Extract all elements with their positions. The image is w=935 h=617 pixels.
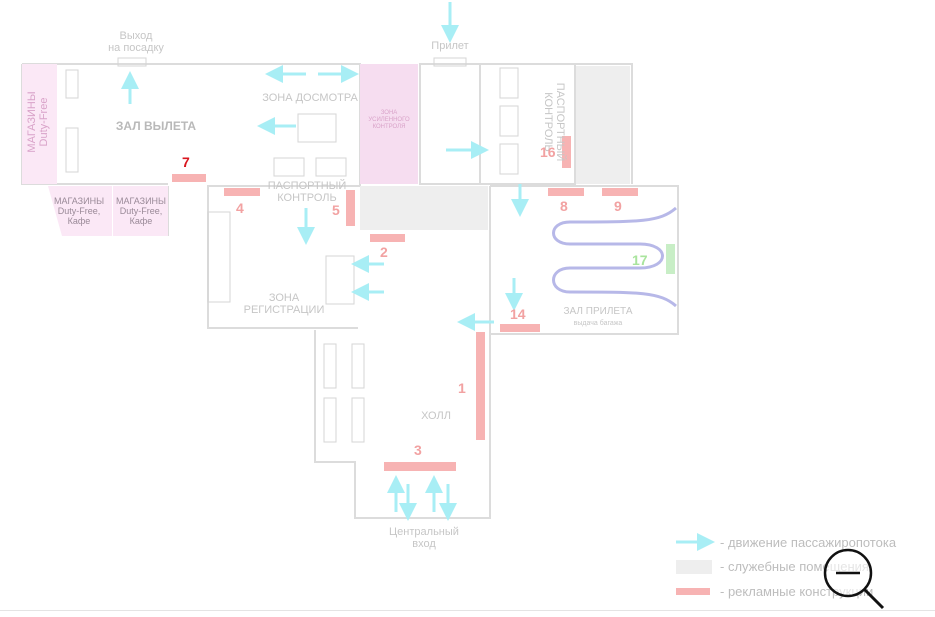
shops-dutyfree-area — [22, 64, 57, 184]
counters — [65, 57, 519, 443]
ad-number-16: 16 — [540, 144, 556, 160]
arrival-hall-label: ЗАЛ ПРИЛЕТА — [563, 306, 633, 317]
passenger-flow-arrows — [121, 2, 529, 521]
departure-hall-label: ЗАЛ ВЫЛЕТА — [115, 119, 197, 133]
shop-areas — [22, 64, 418, 236]
ad-number-4: 4 — [236, 200, 244, 216]
ad-2 — [370, 234, 405, 242]
enhanced-control-area — [360, 64, 418, 184]
zoom-out-button[interactable] — [821, 546, 887, 612]
zoom-out-icon — [823, 548, 885, 610]
hall-label: ХОЛЛ — [421, 410, 451, 422]
legend-ads-swatch — [676, 588, 710, 595]
security-zone-label: ЗОНА ДОСМОТРА — [262, 92, 358, 104]
ad-4 — [224, 188, 260, 196]
ad-7 — [172, 174, 206, 182]
shops-cafe-area-2 — [113, 186, 168, 236]
advertising-structures — [172, 136, 638, 471]
shops-cafe-label-2: МАГАЗИНЫ Duty-Free, Кафе — [115, 196, 167, 226]
ad-8 — [548, 188, 584, 196]
enhanced-control-label: ЗОНА УСИЛЕННОГО КОНТРОЛЯ — [368, 110, 410, 130]
exit-boarding-label: Выход на посадку — [108, 30, 164, 54]
ad-number-14: 14 — [510, 306, 526, 322]
baggage-carousel — [552, 206, 677, 308]
shops-cafe-area-1 — [48, 186, 112, 236]
service-room-2 — [576, 66, 630, 184]
central-entrance-label: Центральный вход — [389, 526, 459, 550]
ad-number-2: 2 — [380, 244, 388, 260]
service-rooms — [360, 66, 630, 230]
legend-service-swatch — [676, 560, 712, 574]
bottom-divider — [0, 610, 935, 611]
ad-number-8: 8 — [560, 198, 568, 214]
ad-9 — [602, 188, 638, 196]
ad-number-3: 3 — [414, 442, 422, 458]
service-room-1 — [360, 186, 488, 230]
ad-number-7: 7 — [182, 154, 190, 170]
shops-dutyfree-label: МАГАЗИНЫ Duty-Free — [26, 91, 50, 153]
legend-swatches — [676, 533, 715, 595]
ad-16 — [562, 136, 571, 168]
desk-17 — [666, 244, 675, 274]
registration-zone-label: ЗОНА РЕГИСТРАЦИИ — [243, 292, 325, 316]
ad-14 — [500, 324, 540, 332]
ad-number-5: 5 — [332, 202, 340, 218]
baggage-claim-label: выдача багажа — [573, 320, 623, 327]
legend-flow-text: - движение пассажиропотока — [720, 535, 897, 550]
ad-3 — [384, 462, 456, 471]
passport-control-label-1: ПАСПОРТНЫЙ КОНТРОЛЬ — [267, 180, 347, 204]
ad-number-9: 9 — [614, 198, 622, 214]
shops-cafe-label-1: МАГАЗИНЫ Duty-Free, Кафе — [54, 196, 105, 226]
arrival-label: Прилет — [431, 40, 469, 52]
ad-1 — [476, 332, 485, 440]
ad-number-1: 1 — [458, 380, 466, 396]
ad-5 — [346, 190, 355, 226]
ad-number-17: 17 — [632, 252, 648, 268]
